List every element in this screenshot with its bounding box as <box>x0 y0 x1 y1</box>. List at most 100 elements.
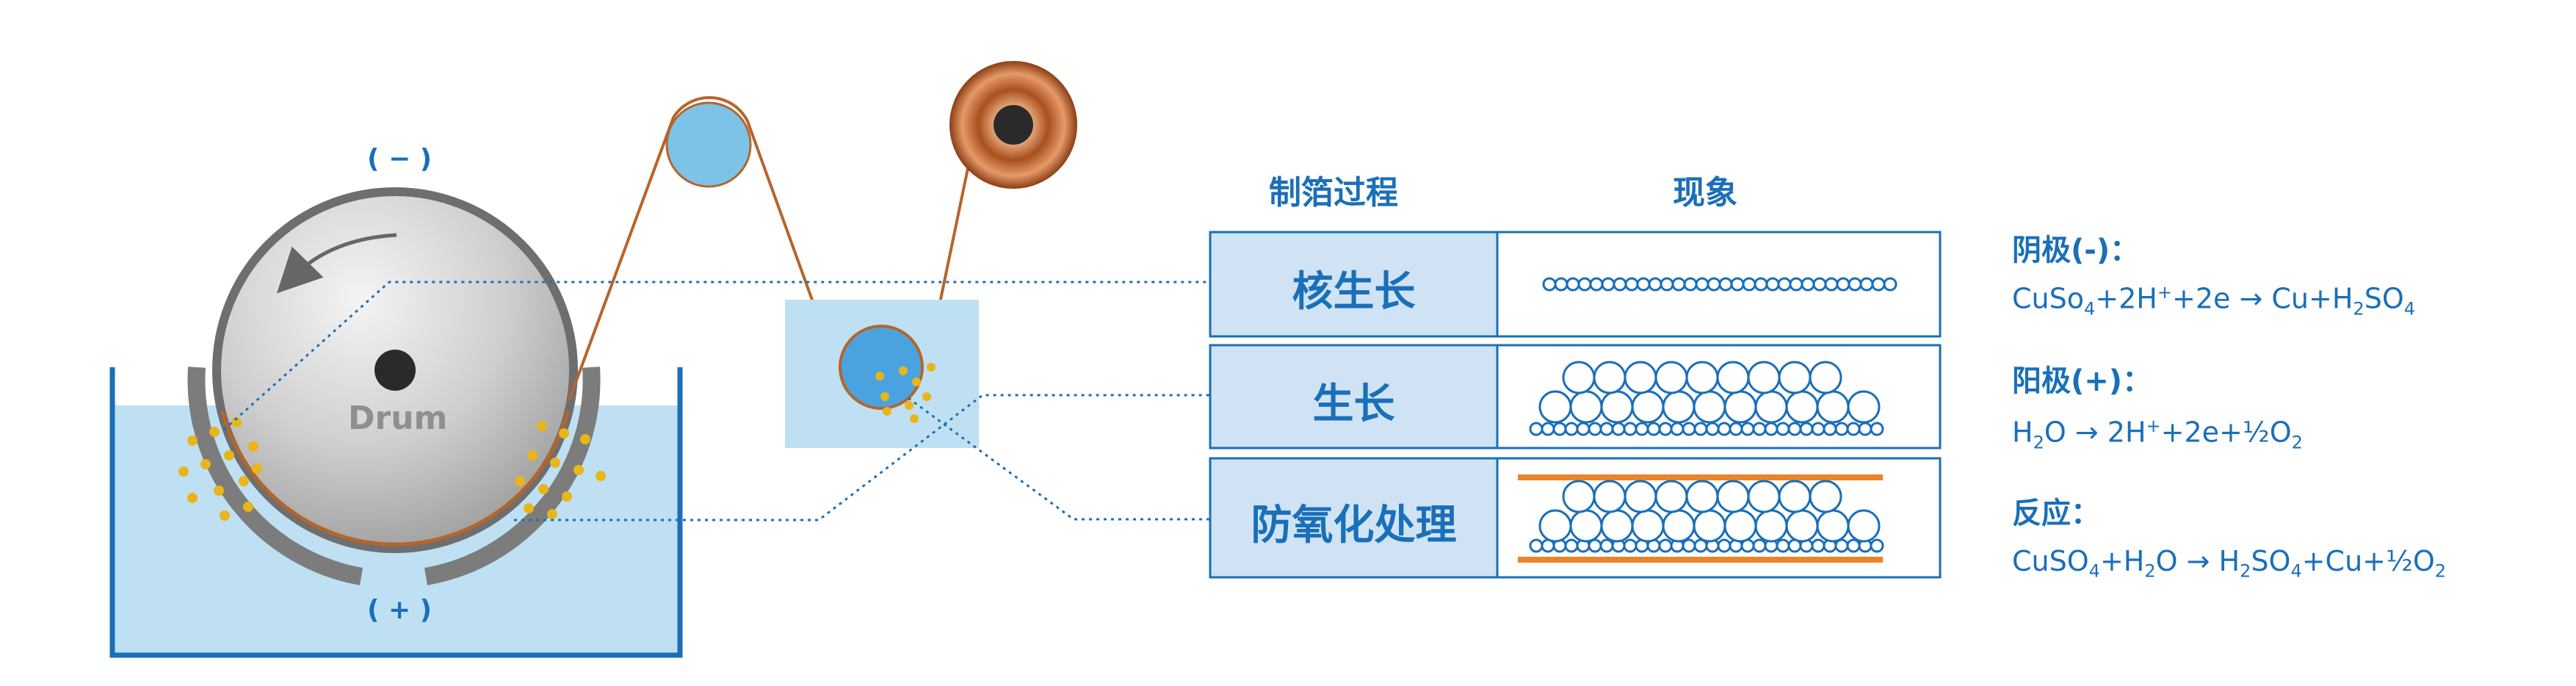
small-particle <box>1682 422 1696 436</box>
nucleus-particle <box>1695 277 1710 292</box>
small-particle <box>1693 422 1708 436</box>
small-particle <box>1870 422 1884 436</box>
medium-particle <box>1600 390 1634 424</box>
small-particle <box>1799 422 1814 436</box>
large-particle <box>1593 361 1627 394</box>
overall-reaction-title: 反应： <box>2012 497 2100 530</box>
small-particle <box>1541 422 1555 436</box>
large-particle <box>1716 361 1750 394</box>
copper-ion-particles <box>178 417 606 521</box>
small-particle <box>1752 422 1767 436</box>
small-particle <box>1623 422 1638 436</box>
nucleus-particle <box>1636 277 1651 292</box>
medium-particle <box>1816 390 1850 424</box>
medium-particle <box>1693 390 1726 424</box>
copper-coil <box>949 61 1077 189</box>
negative-electrode-label: ( − ) <box>367 144 433 174</box>
medium-particle <box>1847 509 1881 543</box>
small-particle <box>1834 422 1849 436</box>
small-particle <box>1870 538 1884 553</box>
medium-particle <box>1693 509 1726 543</box>
medium-particle <box>1847 390 1881 424</box>
connector-treatment <box>908 397 1210 521</box>
left-anode-arc <box>187 367 363 585</box>
large-particle <box>1685 361 1719 394</box>
small-particle <box>1658 538 1673 553</box>
large-particle <box>1654 480 1688 513</box>
small-particle <box>1811 422 1826 436</box>
row-3-border <box>1209 457 1942 579</box>
drum-label: Drum <box>348 400 448 437</box>
nucleus-particle <box>1660 277 1674 292</box>
nucleus-particle <box>1836 277 1850 292</box>
nucleus-particle <box>1577 277 1592 292</box>
large-particle <box>1624 480 1657 513</box>
nucleus-particle <box>1883 277 1897 292</box>
medium-particle <box>1538 509 1572 543</box>
medium-particle <box>1662 390 1696 424</box>
small-particle <box>1635 422 1649 436</box>
medium-particle <box>1662 509 1696 543</box>
large-particle <box>1778 361 1812 394</box>
nucleus-particle <box>1765 277 1780 292</box>
small-particle <box>1623 538 1638 553</box>
nucleus-particle <box>1871 277 1886 292</box>
drum-copper-layer <box>220 411 570 546</box>
small-particle <box>1717 538 1732 553</box>
medium-particle <box>1785 509 1819 543</box>
medium-particle <box>1569 390 1603 424</box>
dotted-connectors <box>223 281 1210 521</box>
anode-arcs <box>187 367 601 585</box>
guide-roller <box>665 101 752 188</box>
tank-wall <box>109 367 683 658</box>
connector-nucleation <box>223 281 1210 431</box>
small-particle <box>1564 422 1579 436</box>
small-particle <box>1529 422 1544 436</box>
medium-particle <box>1631 509 1665 543</box>
small-particle <box>1764 422 1779 436</box>
nucleus-particle <box>1789 277 1803 292</box>
nucleus-particle <box>1648 277 1663 292</box>
row-3-stage-cell <box>1210 458 1497 577</box>
small-particle <box>1552 422 1567 436</box>
small-particle <box>1529 538 1544 553</box>
large-particle <box>1624 361 1657 394</box>
column-header-process: 制箔过程 <box>1269 174 1398 212</box>
cathode-equation: CuSo4+2H++2e → Cu+H2SO4 <box>2012 282 2416 319</box>
drum-axle <box>375 350 416 391</box>
small-particle <box>1599 538 1614 553</box>
stage-label-growth: 生长 <box>1312 380 1395 428</box>
treatment-roller <box>839 325 924 410</box>
medium-particle <box>1538 390 1572 424</box>
small-particle <box>1564 538 1579 553</box>
small-particle <box>1811 538 1826 553</box>
row-2-border <box>1209 344 1942 449</box>
positive-electrode-label: ( + ) <box>367 595 433 625</box>
nucleus-particle <box>1542 277 1557 292</box>
nucleus-particle <box>1554 277 1569 292</box>
column-header-phenomenon: 现象 <box>1673 174 1737 212</box>
right-anode-arc <box>424 367 601 585</box>
row-1-border <box>1209 231 1942 338</box>
large-particle <box>1562 361 1596 394</box>
large-particle <box>1716 480 1750 513</box>
rotation-arrow-icon <box>276 233 397 294</box>
anode-title: 阳极(+)： <box>2012 364 2152 398</box>
medium-particle <box>1754 390 1788 424</box>
nucleus-particle <box>1742 277 1756 292</box>
small-particle <box>1576 422 1591 436</box>
small-particle <box>1776 422 1790 436</box>
medium-particle <box>1816 509 1850 543</box>
nucleus-particle <box>1613 277 1627 292</box>
small-particle <box>1787 422 1802 436</box>
large-particle <box>1685 480 1719 513</box>
nucleus-particle <box>1812 277 1827 292</box>
large-particle <box>1562 480 1596 513</box>
stage-label-anti-oxidation: 防氧化处理 <box>1251 502 1457 549</box>
nucleus-particle <box>1683 277 1698 292</box>
nucleus-particle <box>1624 277 1639 292</box>
phenomenon-particles <box>1529 277 1897 553</box>
large-particle <box>1809 361 1842 394</box>
anode-equation: H2O → 2H++2e+½O2 <box>2012 416 2303 453</box>
